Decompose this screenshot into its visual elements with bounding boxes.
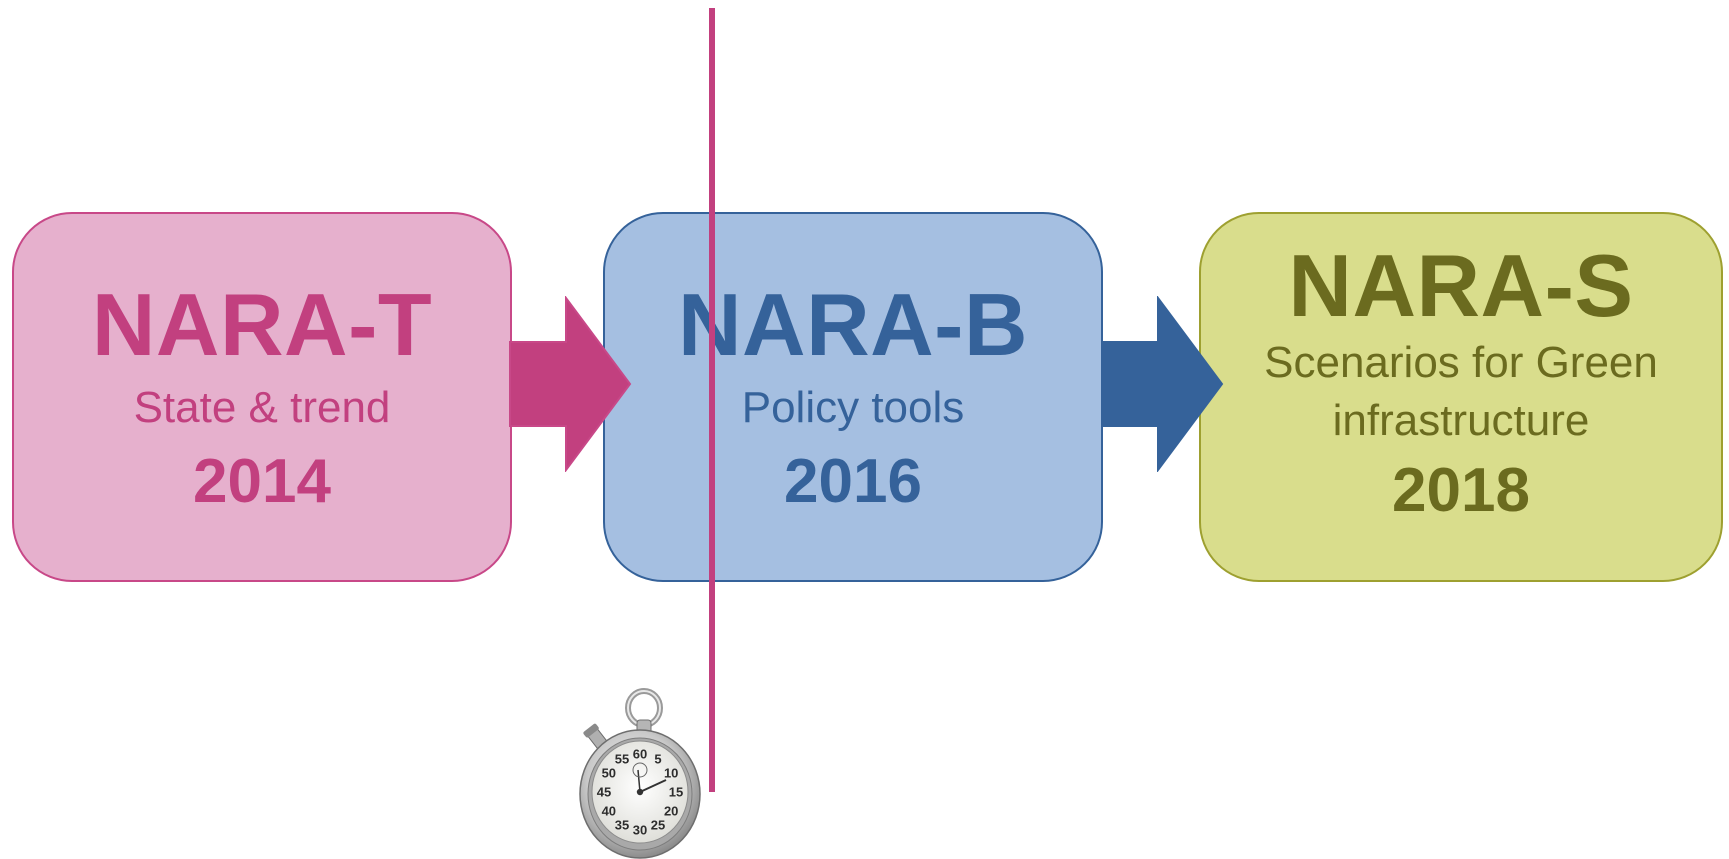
stage-year: 2014 [193,447,331,517]
stage-description: State & trend [133,382,391,432]
timeline-marker-line [709,8,715,792]
stage-description: Scenarios for Green infrastructure [1264,337,1658,445]
arrow-right-icon [509,296,632,472]
dial-number: 5 [654,752,661,767]
dial-number: 35 [615,817,629,832]
stage-year: 2018 [1392,456,1530,526]
stage-box-nara-s: NARA-S Scenarios for Green infrastructur… [1199,212,1723,582]
dial-number: 30 [633,823,647,838]
stage-description: Policy tools [741,382,965,432]
stage-year: 2016 [784,447,922,517]
dial-number: 25 [651,817,665,832]
dial-number: 15 [669,785,683,800]
dial-number: 40 [602,804,616,819]
dial-number: 60 [633,747,647,762]
stage-box-nara-t: NARA-T State & trend 2014 [12,212,512,582]
dial-number: 20 [664,804,678,819]
stage-box-nara-b: NARA-B Policy tools 2016 [603,212,1103,582]
dial-number: 55 [615,752,629,767]
dial-number: 50 [602,766,616,781]
dial-number: 10 [664,766,678,781]
dial-number: 45 [597,785,611,800]
arrow-right-icon [1101,296,1224,472]
stage-code: NARA-T [91,274,433,374]
stage-code: NARA-S [1288,235,1634,335]
stage-code: NARA-B [677,274,1029,374]
